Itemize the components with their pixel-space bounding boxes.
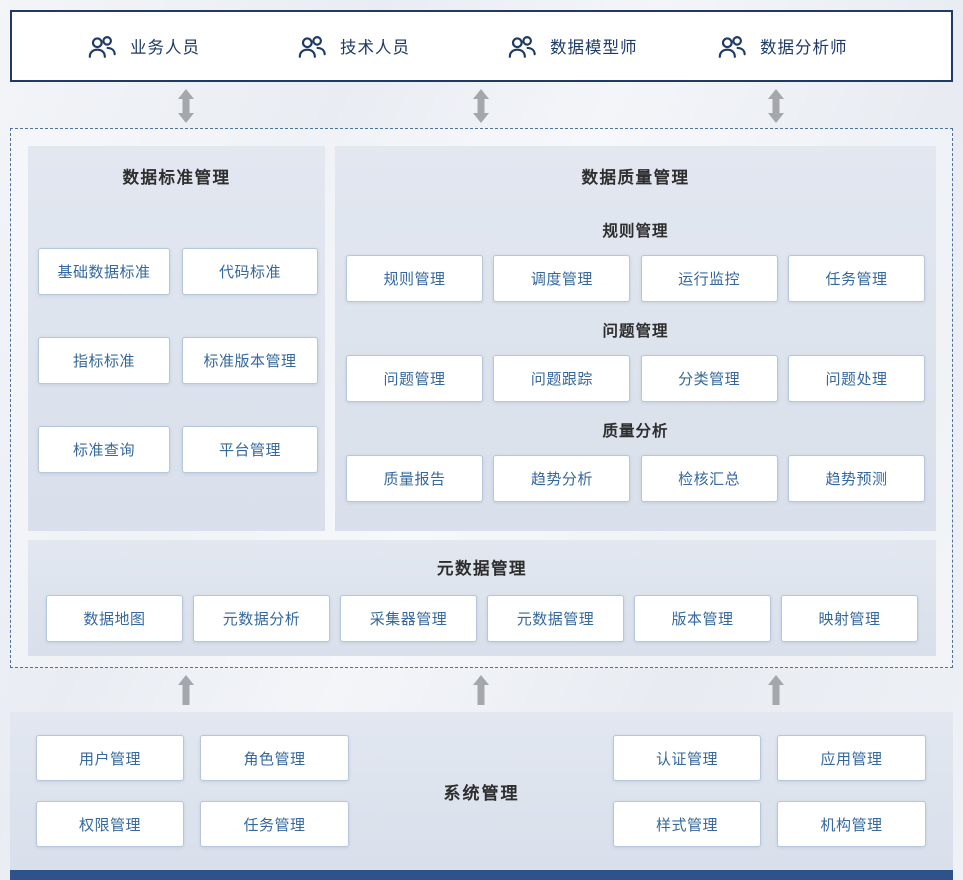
metadata-module-button[interactable]: 元数据管理 bbox=[487, 595, 624, 642]
quality-mgmt-panel: 数据质量管理 规则管理 规则管理 调度管理 运行监控 任务管理 问题管理 问题管… bbox=[335, 146, 936, 531]
up-arrow-icon bbox=[177, 675, 195, 705]
metadata-module-button[interactable]: 版本管理 bbox=[634, 595, 771, 642]
quality-module-button[interactable]: 问题跟踪 bbox=[493, 355, 631, 402]
standard-buttons-grid: 基础数据标准 代码标准 指标标准 标准版本管理 标准查询 平台管理 bbox=[38, 248, 318, 473]
system-module-button[interactable]: 认证管理 bbox=[613, 735, 761, 781]
standard-module-button[interactable]: 指标标准 bbox=[38, 337, 170, 384]
users-icon bbox=[87, 33, 117, 60]
metadata-module-button[interactable]: 映射管理 bbox=[781, 595, 918, 642]
system-module-button[interactable]: 用户管理 bbox=[36, 735, 184, 781]
quality-module-button[interactable]: 趋势预测 bbox=[787, 455, 925, 502]
quality-module-button[interactable]: 趋势分析 bbox=[493, 455, 631, 502]
users-icon bbox=[297, 33, 327, 60]
system-panel-title: 系统管理 bbox=[443, 784, 520, 803]
standard-mgmt-panel: 数据标准管理 基础数据标准 代码标准 指标标准 标准版本管理 标准查询 平台管理 bbox=[28, 146, 325, 531]
system-mgmt-panel: 用户管理 角色管理 权限管理 任务管理 系统管理 认证管理 应用管理 样式管理 … bbox=[10, 712, 953, 870]
up-arrow-icon bbox=[472, 675, 490, 705]
system-module-button[interactable]: 样式管理 bbox=[613, 801, 761, 847]
standard-module-button[interactable]: 代码标准 bbox=[182, 248, 318, 295]
quality-group-row: 质量报告 趋势分析 检核汇总 趋势预测 bbox=[335, 455, 936, 502]
metadata-buttons-row: 数据地图 元数据分析 采集器管理 元数据管理 版本管理 映射管理 bbox=[28, 595, 936, 642]
quality-panel-title: 数据质量管理 bbox=[581, 169, 690, 187]
role-label: 技术人员 bbox=[340, 39, 410, 57]
quality-module-button[interactable]: 质量报告 bbox=[346, 455, 483, 502]
quality-module-button[interactable]: 检核汇总 bbox=[640, 455, 778, 502]
system-right-buttons-grid: 认证管理 应用管理 样式管理 机构管理 bbox=[613, 735, 926, 847]
quality-module-button[interactable]: 任务管理 bbox=[787, 255, 925, 302]
quality-module-button[interactable]: 问题处理 bbox=[787, 355, 925, 402]
double-arrow-icon bbox=[177, 89, 195, 123]
system-module-button[interactable]: 应用管理 bbox=[777, 735, 926, 781]
quality-group-title: 规则管理 bbox=[602, 223, 669, 240]
users-icon bbox=[507, 33, 537, 60]
quality-group-title: 问题管理 bbox=[602, 323, 669, 340]
system-module-button[interactable]: 机构管理 bbox=[777, 801, 926, 847]
user-roles-bar: 业务人员 技术人员 数据模型师 bbox=[10, 10, 953, 82]
standard-module-button[interactable]: 标准版本管理 bbox=[182, 337, 318, 384]
quality-module-button[interactable]: 问题管理 bbox=[346, 355, 483, 402]
role-label: 业务人员 bbox=[130, 39, 200, 57]
double-arrow-icon bbox=[767, 89, 785, 123]
role-item-technical: 技术人员 bbox=[297, 33, 507, 60]
standard-module-button[interactable]: 平台管理 bbox=[182, 426, 318, 473]
system-module-button[interactable]: 权限管理 bbox=[36, 801, 184, 847]
up-arrow-icon bbox=[767, 675, 785, 705]
system-module-button[interactable]: 任务管理 bbox=[200, 801, 349, 847]
standard-module-button[interactable]: 标准查询 bbox=[38, 426, 170, 473]
metadata-module-button[interactable]: 采集器管理 bbox=[340, 595, 477, 642]
bottom-accent-bar bbox=[10, 870, 953, 880]
double-arrow-icon bbox=[472, 89, 490, 123]
role-label: 数据模型师 bbox=[550, 39, 638, 57]
quality-group-title: 质量分析 bbox=[602, 423, 669, 440]
metadata-mgmt-panel: 元数据管理 数据地图 元数据分析 采集器管理 元数据管理 版本管理 映射管理 bbox=[28, 540, 936, 656]
quality-module-button[interactable]: 分类管理 bbox=[640, 355, 778, 402]
metadata-module-button[interactable]: 元数据分析 bbox=[193, 595, 330, 642]
standard-panel-title: 数据标准管理 bbox=[122, 169, 231, 187]
role-label: 数据分析师 bbox=[760, 39, 848, 57]
role-item-business: 业务人员 bbox=[87, 33, 297, 60]
users-icon bbox=[717, 33, 747, 60]
quality-group-row: 规则管理 调度管理 运行监控 任务管理 bbox=[335, 255, 936, 302]
role-item-data-analyst: 数据分析师 bbox=[717, 33, 927, 60]
quality-module-button[interactable]: 规则管理 bbox=[346, 255, 483, 302]
quality-group-row: 问题管理 问题跟踪 分类管理 问题处理 bbox=[335, 355, 936, 402]
quality-module-button[interactable]: 运行监控 bbox=[640, 255, 778, 302]
system-left-buttons-grid: 用户管理 角色管理 权限管理 任务管理 bbox=[36, 735, 349, 847]
system-module-button[interactable]: 角色管理 bbox=[200, 735, 349, 781]
platform-modules-container: 数据标准管理 基础数据标准 代码标准 指标标准 标准版本管理 标准查询 平台管理… bbox=[10, 128, 953, 668]
role-item-data-modeler: 数据模型师 bbox=[507, 33, 717, 60]
quality-module-button[interactable]: 调度管理 bbox=[493, 255, 631, 302]
metadata-panel-title: 元数据管理 bbox=[437, 560, 527, 578]
standard-module-button[interactable]: 基础数据标准 bbox=[38, 248, 170, 295]
metadata-module-button[interactable]: 数据地图 bbox=[46, 595, 183, 642]
